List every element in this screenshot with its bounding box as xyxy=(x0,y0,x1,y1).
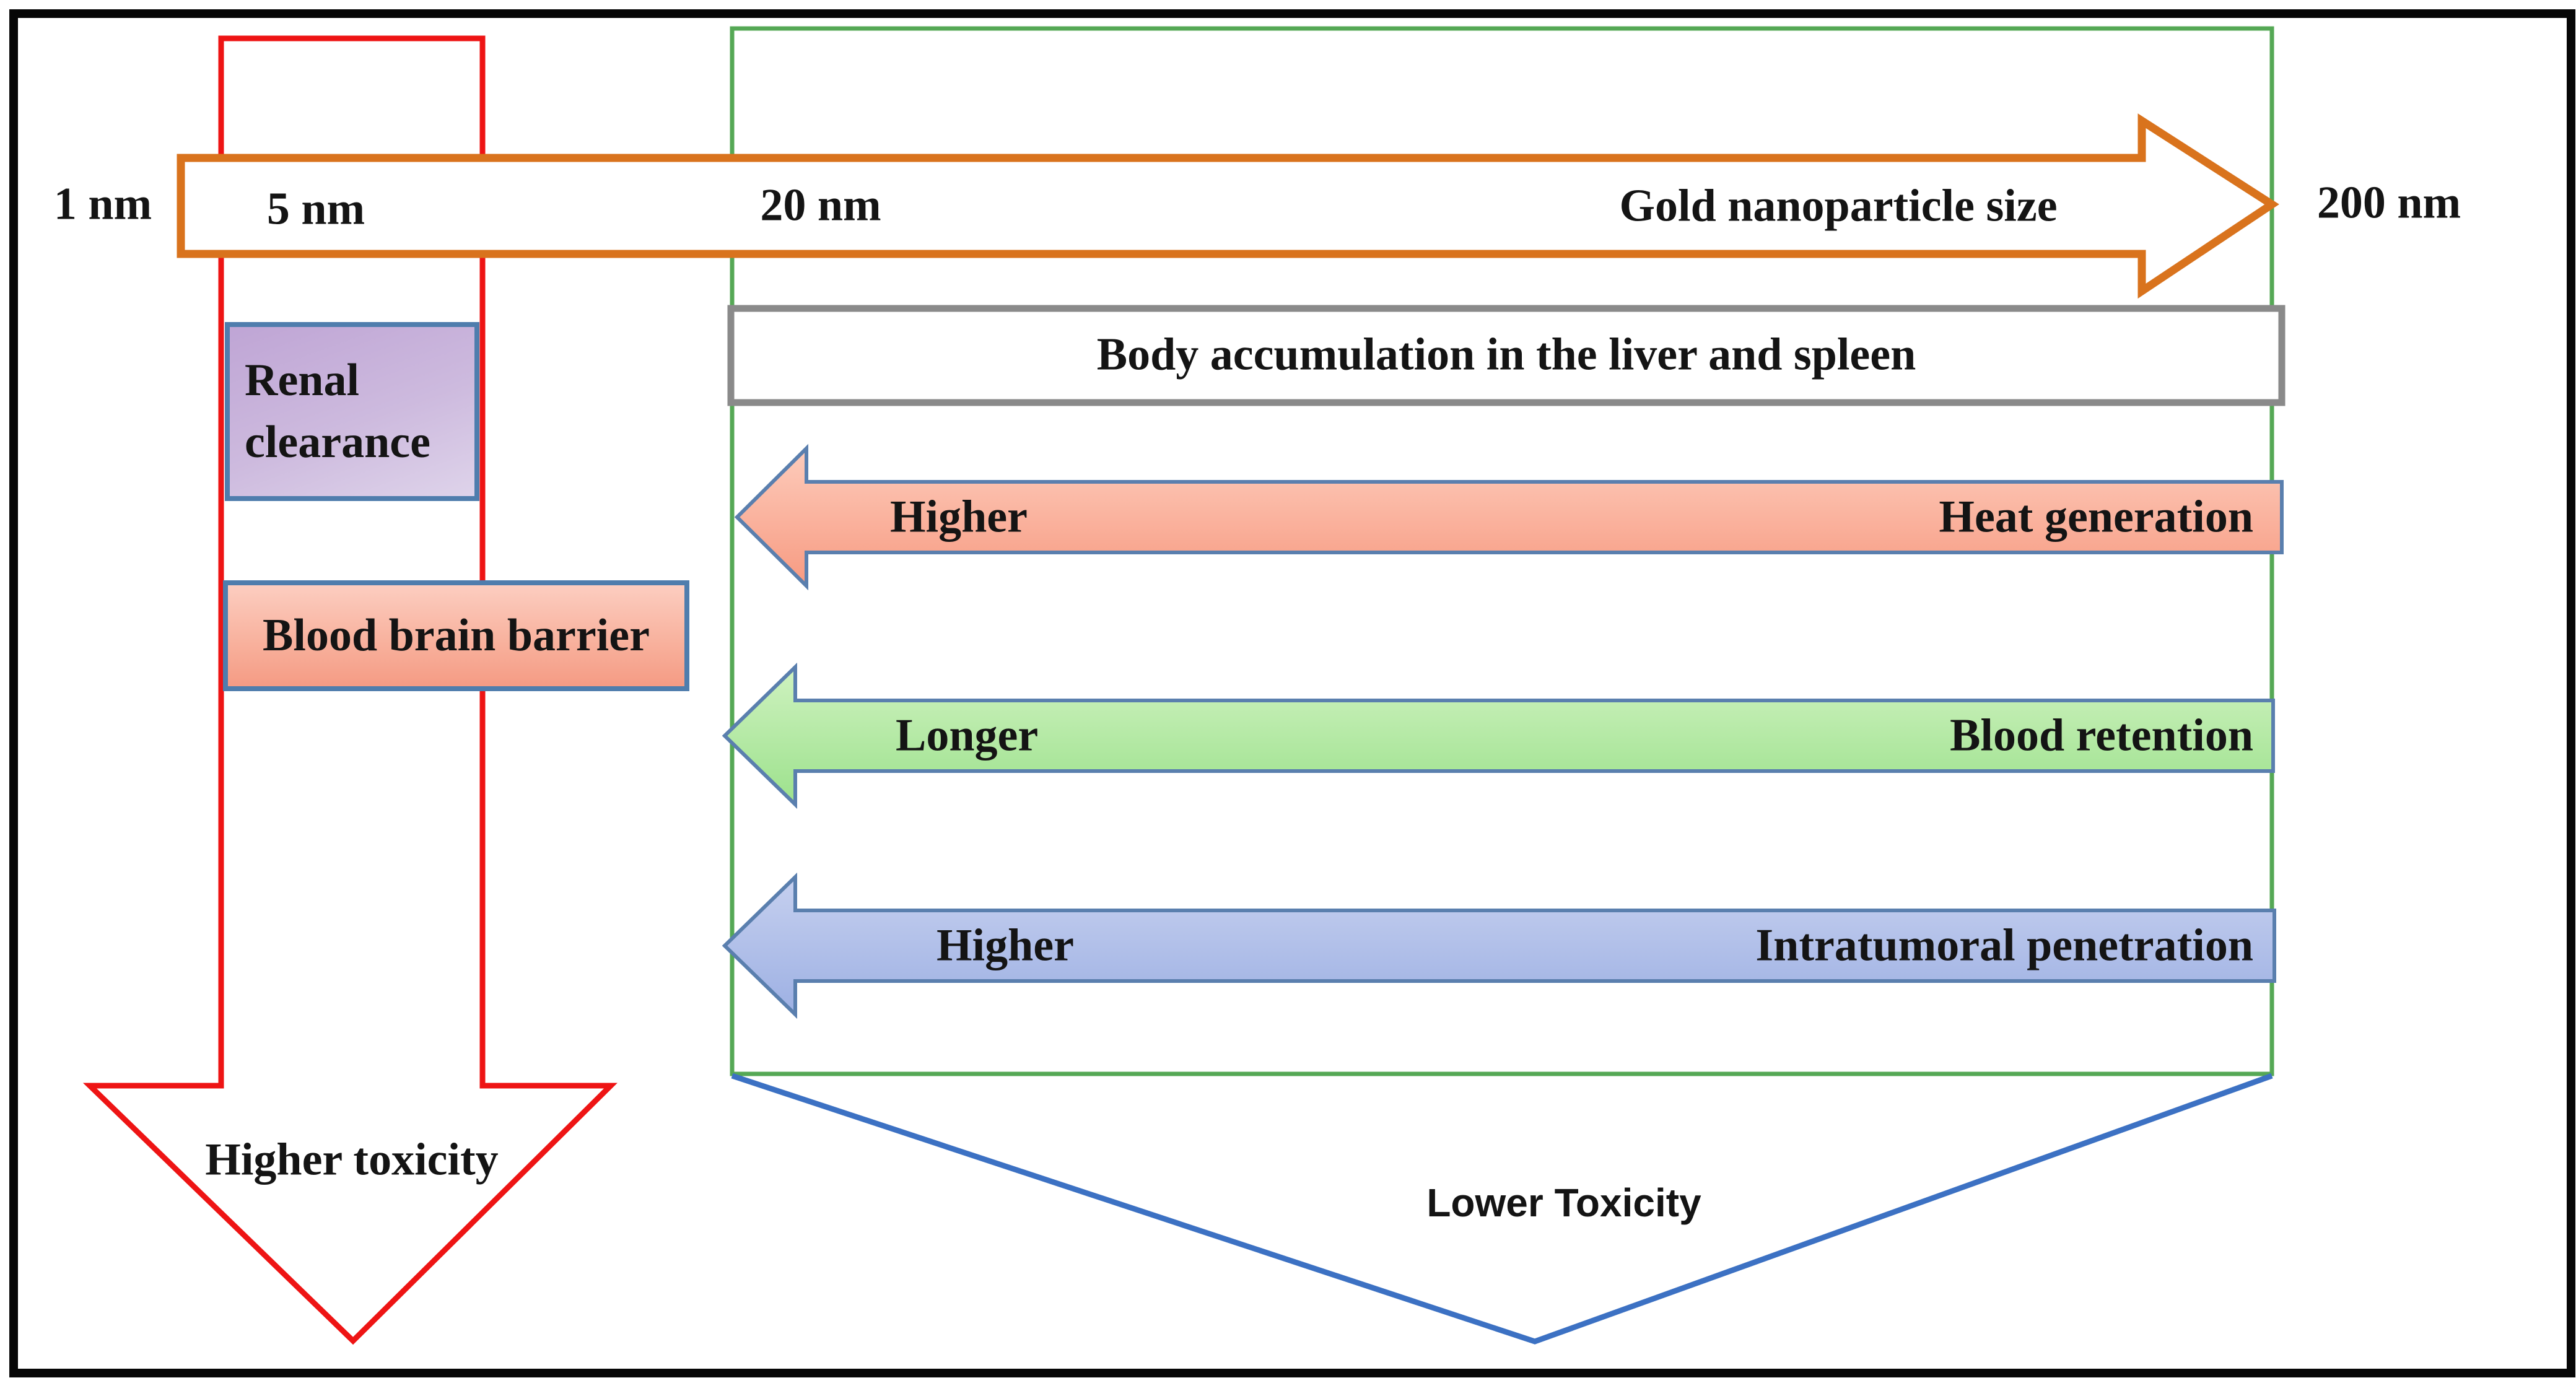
size-tick-20nm: 20 nm xyxy=(760,180,881,231)
higher-toxicity-label: Higher toxicity xyxy=(205,1134,499,1185)
size-tick-200nm: 200 nm xyxy=(2316,177,2461,229)
intratumoral-penetration-arrow-shape xyxy=(722,872,2276,1019)
blood-retention-qualifier: Longer xyxy=(896,710,1039,761)
blood-brain-barrier-label: Blood brain barrier xyxy=(263,610,650,661)
intratumoral-penetration-property: Intratumoral penetration xyxy=(1755,920,2253,971)
size-tick-5nm: 5 nm xyxy=(266,183,365,235)
heat-generation-arrow-shape xyxy=(734,443,2284,591)
heat-generation-qualifier: Higher xyxy=(890,491,1028,543)
renal-clearance-box: Renal clearance xyxy=(225,322,479,501)
heat-generation-property: Heat generation xyxy=(1939,491,2253,543)
blood-retention-property: Blood retention xyxy=(1950,710,2253,761)
blood-retention-arrow-shape xyxy=(722,662,2275,809)
intratumoral-penetration-qualifier: Higher xyxy=(937,920,1074,971)
renal-clearance-label: Renal clearance xyxy=(245,354,430,468)
accumulation-label: Body accumulation in the liver and splee… xyxy=(1096,329,1916,380)
size-axis-arrow xyxy=(177,113,2279,299)
size-tick-1nm: 1 nm xyxy=(53,178,152,230)
lower-toxicity-chevron xyxy=(731,1073,2273,1345)
blood-brain-barrier-box: Blood brain barrier xyxy=(223,580,689,691)
size-axis-title: Gold nanoparticle size xyxy=(1619,180,2058,232)
lower-toxicity-label: Lower Toxicity xyxy=(1426,1180,1701,1225)
accumulation-box-outline xyxy=(727,305,2286,406)
